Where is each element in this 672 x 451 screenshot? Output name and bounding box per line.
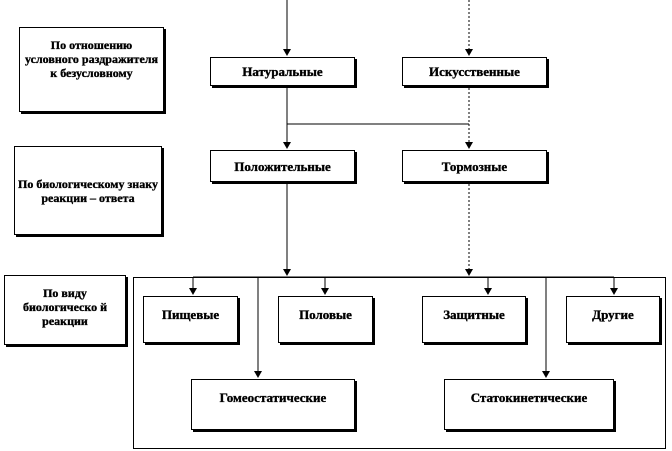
category-by-type: По виду биологическо й реакции — [4, 275, 126, 345]
node-positive: Положительные — [210, 150, 355, 182]
node-statokinetic: Статокинетические — [444, 379, 614, 430]
reaction-type-frame — [133, 277, 666, 449]
node-food: Пищевые — [143, 296, 238, 343]
node-homeostatic: Гомеостатические — [191, 379, 355, 430]
node-other: Другие — [566, 296, 660, 343]
category-by-sign: По биологическому знаку реакции – ответа — [14, 146, 162, 235]
node-sexual: Половые — [278, 296, 373, 343]
node-inhibitory: Тормозные — [402, 150, 547, 182]
category-by-relation: По отношению условного раздражителя к бе… — [19, 27, 164, 112]
node-artificial: Искусственные — [402, 57, 547, 86]
node-natural: Натуральные — [210, 57, 355, 86]
node-defensive: Защитные — [422, 296, 526, 343]
